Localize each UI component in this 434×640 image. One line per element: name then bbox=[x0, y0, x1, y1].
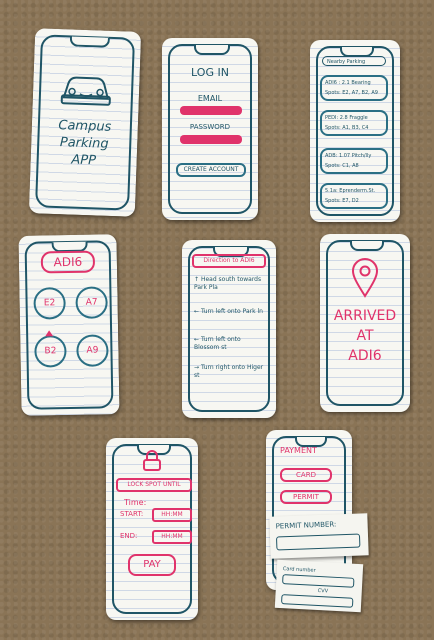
screen-login: LOG IN EMAIL PASSWORD CREATE ACCOUNT bbox=[162, 38, 258, 220]
start-time-input[interactable]: HH:MM bbox=[152, 508, 192, 522]
arrived-line2: AT bbox=[356, 328, 374, 344]
screen-lock-spot: LOCK SPOT UNTIL Time: START: HH:MM END: … bbox=[106, 438, 198, 620]
arrow-left-icon: ← bbox=[194, 308, 200, 315]
arrived-line1: ARRIVED bbox=[333, 308, 397, 324]
screen-directions: Direction to ADI6 ↑ Head south towards P… bbox=[182, 240, 276, 418]
cvv-label: CVV bbox=[317, 587, 329, 595]
lock-icon bbox=[143, 450, 161, 471]
direction-step-text: Head south towards Park Pla bbox=[194, 276, 262, 291]
direction-step: → Turn right onto Higer st bbox=[194, 364, 266, 380]
list-item-spots: Spots: C1, A8 bbox=[325, 163, 359, 169]
permit-number-flap: PERMIT NUMBER: bbox=[269, 513, 369, 559]
list-item[interactable]: ADI6 : 2.1 Bearing Spots: E2, A7, B2, A9 bbox=[320, 75, 388, 101]
location-pin-icon bbox=[351, 258, 379, 298]
permit-number-label: PERMIT NUMBER: bbox=[275, 520, 337, 531]
end-label: END: bbox=[120, 532, 138, 540]
list-item-name: PEDI: 2.8 Fraggle bbox=[325, 115, 368, 121]
lock-spot-title: LOCK SPOT UNTIL bbox=[116, 478, 192, 492]
create-account-button[interactable]: CREATE ACCOUNT bbox=[176, 163, 246, 177]
car-icon bbox=[60, 76, 111, 106]
payment-title: PAYMENT bbox=[280, 446, 317, 455]
list-item-name: ADI6 : 2.1 Bearing bbox=[325, 80, 371, 86]
list-item-spots: Spots: E2, A7, B2, A9 bbox=[325, 90, 378, 96]
spot-label: A9 bbox=[86, 345, 99, 356]
screen-nearby-list: Nearby Parking ADI6 : 2.1 Bearing Spots:… bbox=[310, 40, 400, 222]
lot-title: ADI6 bbox=[40, 250, 96, 274]
list-item[interactable]: PEDI: 2.8 Fraggle Spots: A1, B3, C4 bbox=[320, 110, 388, 136]
phone-frame bbox=[168, 44, 252, 214]
arrow-up-icon: ↑ bbox=[194, 276, 200, 283]
password-field[interactable] bbox=[180, 135, 242, 144]
direction-step: ↑ Head south towards Park Pla bbox=[194, 276, 266, 292]
direction-step: ← Turn left onto Blossom st bbox=[194, 336, 266, 352]
list-item-spots: Spots: E7, D2 bbox=[325, 198, 359, 204]
directions-title: Direction to ADI6 bbox=[192, 254, 266, 268]
card-number-label: Card number bbox=[282, 566, 316, 574]
permit-option-button[interactable]: PERMIT bbox=[280, 490, 332, 504]
selected-marker-icon bbox=[45, 330, 54, 337]
app-title: Campus Parking APP bbox=[40, 117, 128, 171]
list-item[interactable]: ADB: 1.07 Pitch/lly Spots: C1, A8 bbox=[320, 148, 388, 174]
card-number-field[interactable] bbox=[282, 574, 355, 588]
spot-label: A7 bbox=[85, 297, 98, 308]
list-item-name: ADB: 1.07 Pitch/lly bbox=[325, 153, 372, 159]
card-option-button[interactable]: CARD bbox=[280, 468, 332, 482]
cvv-field[interactable] bbox=[281, 594, 354, 608]
list-item-spots: Spots: A1, B3, C4 bbox=[325, 125, 369, 131]
time-label: Time: bbox=[124, 498, 147, 507]
spot-label: B2 bbox=[44, 346, 57, 357]
app-title-line3: APP bbox=[71, 152, 97, 169]
card-details-flap: Card number CVV bbox=[274, 559, 364, 613]
phone-frame bbox=[326, 240, 404, 406]
arrow-right-icon: → bbox=[194, 364, 200, 371]
arrived-text: ARRIVED AT ADI6 bbox=[320, 306, 410, 366]
pay-button[interactable]: PAY bbox=[128, 554, 176, 576]
direction-step-text: Turn left onto Blossom st bbox=[194, 336, 241, 351]
list-item-name: 5.1a: Eprenderm.St. bbox=[325, 188, 376, 194]
screen-campus-parking: Campus Parking APP bbox=[28, 28, 142, 217]
permit-number-field[interactable] bbox=[275, 533, 361, 551]
password-label: PASSWORD bbox=[189, 123, 231, 131]
direction-step: ← Turn left onto Park ln bbox=[194, 308, 266, 316]
screen-arrived: ARRIVED AT ADI6 bbox=[320, 234, 410, 412]
arrow-left-icon: ← bbox=[194, 336, 200, 343]
phone-frame bbox=[112, 444, 192, 614]
start-label: START: bbox=[120, 510, 144, 518]
email-field[interactable] bbox=[180, 106, 242, 115]
end-time-input[interactable]: HH:MM bbox=[152, 530, 192, 544]
search-bar[interactable]: Nearby Parking bbox=[322, 56, 386, 66]
login-title: LOG IN bbox=[191, 66, 229, 79]
arrived-line3: ADI6 bbox=[348, 348, 382, 364]
direction-step-text: Turn left onto Park ln bbox=[200, 308, 263, 315]
list-item[interactable]: 5.1a: Eprenderm.St. Spots: E7, D2 bbox=[320, 183, 388, 209]
spot-label: E2 bbox=[43, 298, 56, 309]
email-label: EMAIL bbox=[197, 94, 223, 103]
direction-step-text: Turn right onto Higer st bbox=[194, 364, 264, 379]
search-bar-text: Nearby Parking bbox=[327, 59, 366, 65]
screen-lot-spots: ADI6 E2 A7 B2 A9 bbox=[18, 234, 120, 416]
phone-frame bbox=[188, 246, 270, 412]
